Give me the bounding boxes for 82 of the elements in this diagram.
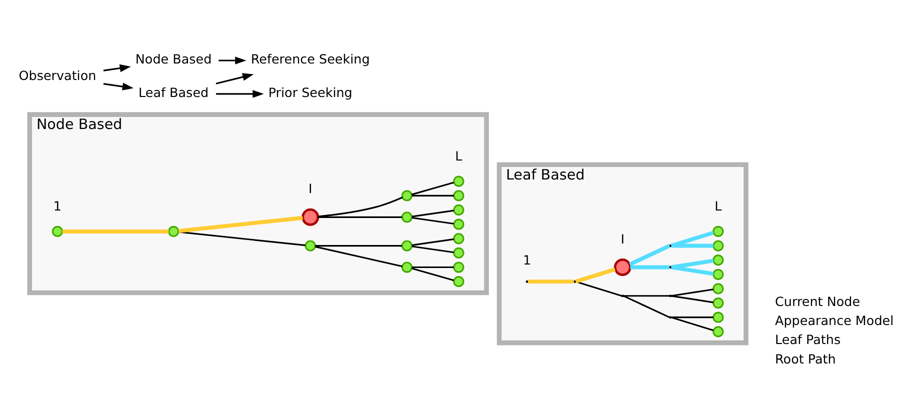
node-text: Leaf Based <box>138 84 209 100</box>
node-circle <box>453 204 464 216</box>
node-circle <box>453 190 464 201</box>
node-circle <box>712 296 724 308</box>
connector <box>411 267 454 281</box>
arrow <box>103 82 134 90</box>
connector <box>412 238 454 246</box>
node-circle <box>453 246 464 258</box>
node-circle <box>712 240 724 251</box>
connector <box>412 209 454 217</box>
connector <box>412 216 454 224</box>
connector <box>671 264 714 276</box>
node-circle <box>304 240 316 251</box>
node-point <box>669 294 672 297</box>
connector <box>315 245 402 267</box>
connector <box>671 294 714 303</box>
node-circle <box>401 190 413 201</box>
label: L <box>455 148 462 164</box>
connector <box>318 216 402 218</box>
node-point <box>526 280 528 282</box>
connector <box>576 280 622 296</box>
node-circle <box>168 225 180 237</box>
arrow <box>216 72 254 84</box>
connector <box>412 245 454 253</box>
node-circle <box>712 311 724 322</box>
label: I <box>620 230 624 246</box>
connector <box>671 243 714 248</box>
node-text: Observation <box>18 68 96 83</box>
connector <box>528 279 574 284</box>
connector <box>315 244 402 246</box>
node-point <box>669 266 672 268</box>
label: 1 <box>523 252 532 268</box>
node-circle <box>302 208 320 226</box>
arrow <box>218 56 246 64</box>
connector <box>178 230 306 246</box>
node-circle <box>712 254 724 266</box>
node-circle <box>614 258 632 276</box>
node-circle <box>712 225 724 237</box>
connector <box>630 264 670 269</box>
connector <box>412 266 454 268</box>
node-circle <box>712 268 724 280</box>
node-circle <box>453 232 464 244</box>
node-text: Prior Seeking <box>268 84 352 100</box>
legend-label: Appearance Model <box>775 312 894 328</box>
connector <box>671 316 714 318</box>
connector <box>575 266 616 283</box>
connector <box>629 244 670 266</box>
label: I <box>308 180 312 196</box>
node-text: Node Based <box>135 51 212 66</box>
label: 1 <box>53 198 62 214</box>
node-circle <box>712 282 724 294</box>
node-point <box>669 316 672 318</box>
arrow <box>103 64 131 72</box>
connector <box>623 294 670 318</box>
node-circle <box>401 240 413 251</box>
arrow <box>216 89 264 98</box>
node-circle <box>401 261 413 272</box>
node-circle <box>453 218 464 230</box>
connector <box>411 181 454 195</box>
connector <box>624 294 670 296</box>
node-circle <box>401 211 413 222</box>
node-circle <box>453 276 464 287</box>
connector <box>671 288 714 296</box>
connector <box>178 215 303 232</box>
node-circle <box>453 175 464 186</box>
node-point <box>621 294 624 297</box>
legend-label: Leaf Paths <box>775 332 841 347</box>
node-text: Reference Seeking <box>250 51 370 66</box>
node-point <box>574 280 576 282</box>
connector <box>62 228 169 233</box>
node-circle <box>453 261 464 272</box>
connector <box>671 316 714 331</box>
node-circle <box>712 326 724 337</box>
node-point <box>669 244 672 247</box>
node-circle <box>52 225 64 237</box>
label: L <box>714 198 722 214</box>
connector <box>412 194 454 196</box>
legend-label: Root Path <box>775 350 836 366</box>
connector <box>670 230 714 248</box>
legend-label: Current Node <box>775 294 860 309</box>
connector <box>671 258 714 269</box>
connector <box>318 196 403 217</box>
